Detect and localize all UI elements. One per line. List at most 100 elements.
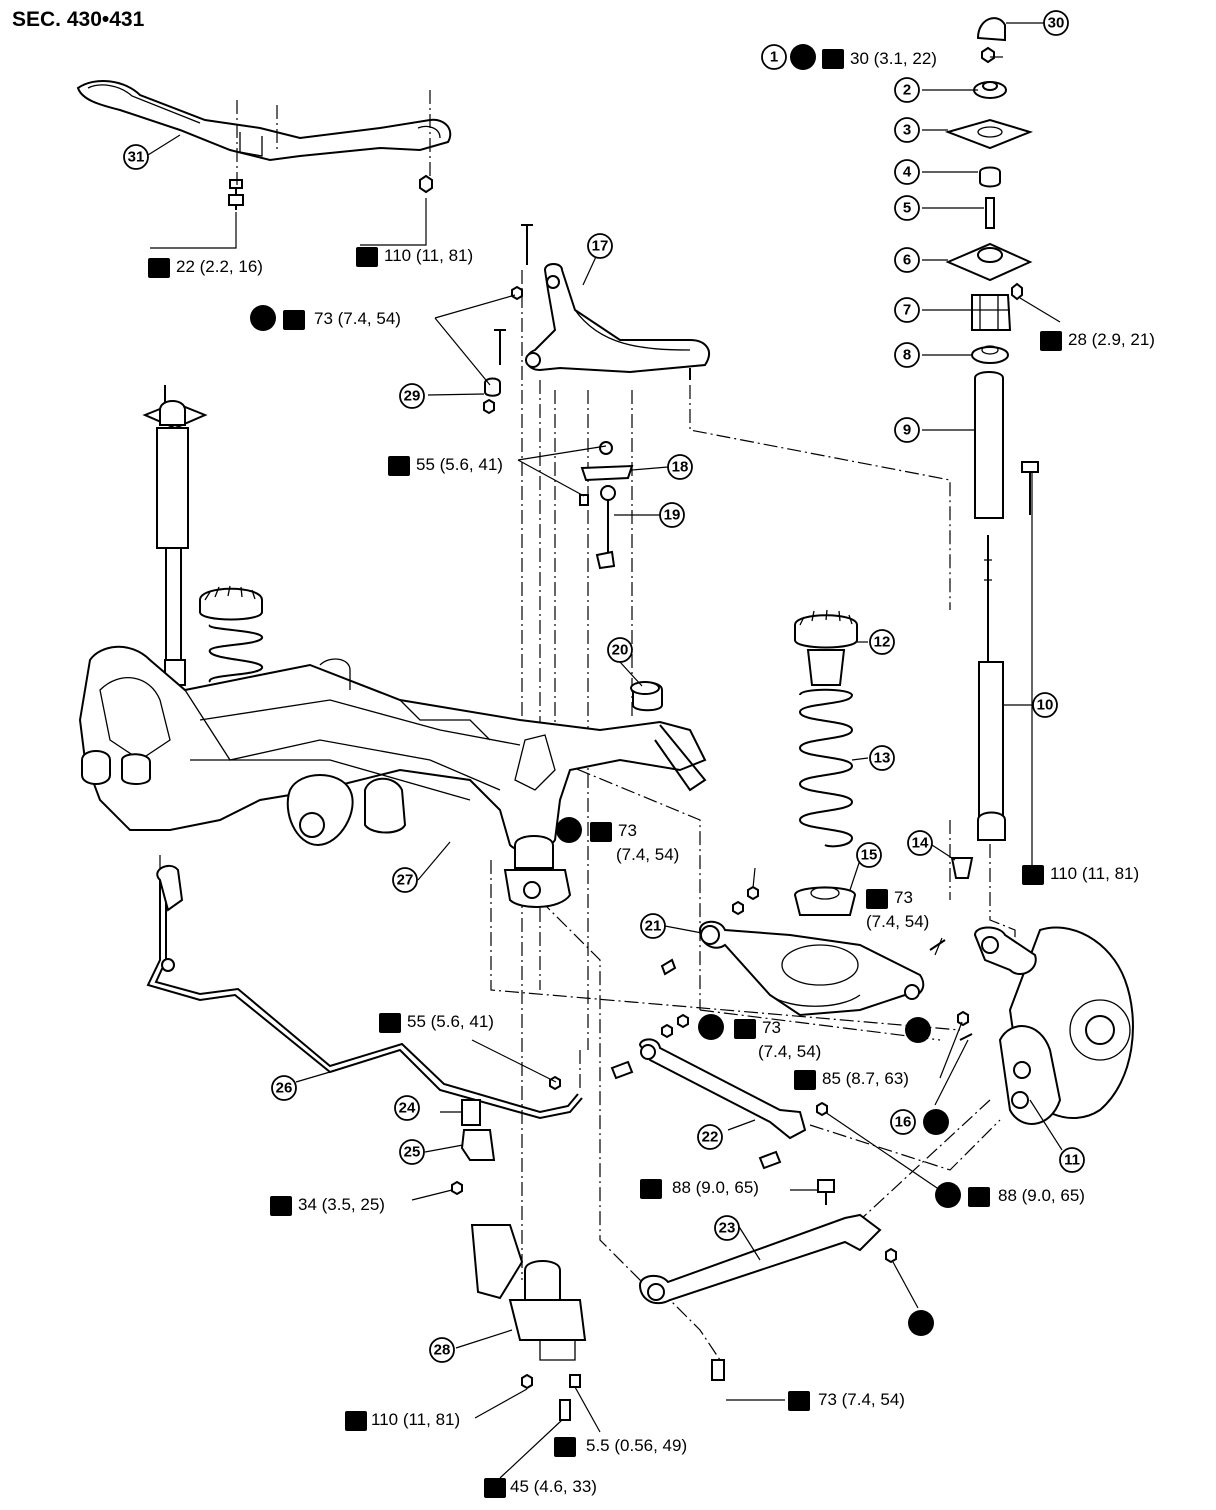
coil-spring-assembly — [793, 609, 974, 916]
svg-text:27: 27 — [397, 872, 414, 889]
torque-spec-stabilizer: 55 (5.6, 41) — [407, 1012, 494, 1031]
torque-spec-member-units: (7.4, 54) — [616, 845, 679, 864]
callout-18: 18 — [667, 454, 693, 480]
torque-spec-radius-rod-nut: 88 (9.0, 65) — [998, 1186, 1085, 1205]
torque-spec-bracket-screw: 5.5 (0.56, 49) — [586, 1436, 687, 1455]
torque-wrench-icon — [484, 1478, 506, 1498]
radius-rod — [610, 1013, 828, 1170]
callout-23: 23 — [714, 1215, 740, 1241]
member-mounting-bracket — [470, 1224, 587, 1421]
torque-spec-stabilizer-clamp: 34 (3.5, 25) — [298, 1195, 385, 1214]
callout-27: 27 — [392, 867, 418, 893]
torque-spec-connecting-rod: 55 (5.6, 41) — [416, 455, 503, 474]
callout-3: 3 — [894, 117, 920, 143]
never-reuse-icon — [790, 44, 816, 70]
svg-text:2: 2 — [903, 82, 911, 99]
callout-1: 1 — [761, 44, 787, 70]
torque-spec-brace-bolt: 22 (2.2, 16) — [176, 257, 263, 276]
torque-spec-mounting-nut: 28 (2.9, 21) — [1068, 330, 1155, 349]
torque-wrench-icon — [734, 1019, 756, 1039]
callout-31: 31 — [123, 144, 149, 170]
stabilizer-connecting-rod — [579, 441, 634, 570]
callout-6: 6 — [894, 247, 920, 273]
callout-30: 30 — [1043, 10, 1069, 36]
callout-15: 15 — [856, 842, 882, 868]
callout-26: 26 — [271, 1075, 297, 1101]
svg-text:17: 17 — [592, 238, 609, 255]
callout-13: 13 — [869, 745, 895, 771]
svg-text:21: 21 — [645, 918, 662, 935]
svg-text:23: 23 — [719, 1220, 736, 1237]
callout-7: 7 — [894, 297, 920, 323]
torque-wrench-icon — [554, 1437, 576, 1457]
svg-text:16: 16 — [895, 1114, 912, 1131]
torque-spec-bracket-nut: 110 (11, 81) — [371, 1410, 460, 1429]
torque-wrench-icon — [148, 258, 170, 278]
crossmember-brace — [76, 80, 452, 210]
svg-text:6: 6 — [903, 252, 911, 269]
left-strut-assembly — [142, 385, 264, 686]
svg-text:14: 14 — [912, 835, 929, 852]
svg-text:28: 28 — [434, 1342, 451, 1359]
callout-22: 22 — [697, 1124, 723, 1150]
torque-wrench-icon — [968, 1187, 990, 1207]
torque-wrench-icon — [640, 1179, 662, 1199]
never-reuse-icon — [250, 305, 276, 331]
torque-wrench-icon — [283, 310, 305, 330]
svg-text:25: 25 — [404, 1144, 421, 1161]
torque-spec-member-value: 73 — [618, 821, 637, 840]
svg-text:30: 30 — [1048, 15, 1065, 32]
torque-spec-lower-link-value: 73 — [894, 888, 913, 907]
svg-text:24: 24 — [399, 1100, 416, 1117]
svg-text:18: 18 — [672, 459, 689, 476]
torque-wrench-icon — [866, 889, 888, 909]
never-reuse-icon — [935, 1182, 961, 1208]
callout-10: 10 — [1032, 692, 1058, 718]
torque-wrench-icon — [794, 1070, 816, 1090]
torque-spec-upper-link: 73 (7.4, 54) — [314, 309, 401, 328]
svg-text:4: 4 — [903, 164, 912, 181]
stabilizer-bar — [146, 864, 583, 1196]
right-strut-components — [944, 17, 1039, 841]
leader-lines — [147, 56, 1063, 1479]
axle-knuckle — [957, 926, 1134, 1125]
callout-20: 20 — [607, 637, 633, 663]
callout-9: 9 — [894, 417, 920, 443]
callout-28: 28 — [429, 1337, 455, 1363]
never-reuse-icon — [908, 1310, 934, 1336]
torque-wrench-icon — [270, 1196, 292, 1216]
never-reuse-icon — [556, 817, 582, 843]
torque-spec-shock-lower: 110 (11, 81) — [1050, 864, 1139, 883]
callout-14: 14 — [907, 830, 933, 856]
svg-text:20: 20 — [612, 642, 629, 659]
torque-spec-knuckle: 85 (8.7, 63) — [822, 1069, 909, 1088]
callout-16: 16 — [890, 1109, 916, 1135]
torque-spec-front-lower-link: 73 (7.4, 54) — [818, 1390, 905, 1409]
torque-spec-bracket-bolt: 45 (4.6, 33) — [510, 1477, 597, 1496]
differential-mount — [630, 681, 707, 792]
torque-spec-radius-rod-bolt: 88 (9.0, 65) — [672, 1178, 759, 1197]
svg-text:13: 13 — [874, 750, 891, 767]
torque-spec-radius-rod-value: 73 — [762, 1018, 781, 1037]
torque-spec-brace-nut: 110 (11, 81) — [384, 246, 473, 265]
lower-link — [660, 885, 946, 1017]
torque-wrench-icon — [822, 49, 844, 69]
svg-text:9: 9 — [903, 422, 911, 439]
torque-wrench-icon — [788, 1391, 810, 1411]
svg-text:29: 29 — [404, 388, 421, 405]
torque-spec-nut-1: 30 (3.1, 22) — [850, 49, 937, 68]
svg-text:31: 31 — [128, 149, 145, 166]
torque-wrench-icon — [379, 1013, 401, 1033]
torque-spec-radius-rod-units: (7.4, 54) — [758, 1042, 821, 1061]
svg-text:1: 1 — [770, 49, 778, 66]
front-lower-link — [638, 1179, 897, 1381]
callout-24: 24 — [394, 1095, 420, 1121]
torque-spec-lower-link-units: (7.4, 54) — [866, 912, 929, 931]
callout-19: 19 — [659, 502, 685, 528]
callout-21: 21 — [640, 913, 666, 939]
svg-text:15: 15 — [861, 847, 878, 864]
callout-17: 17 — [587, 233, 613, 259]
callout-11: 11 — [1059, 1147, 1085, 1173]
torque-wrench-icon — [388, 456, 410, 476]
